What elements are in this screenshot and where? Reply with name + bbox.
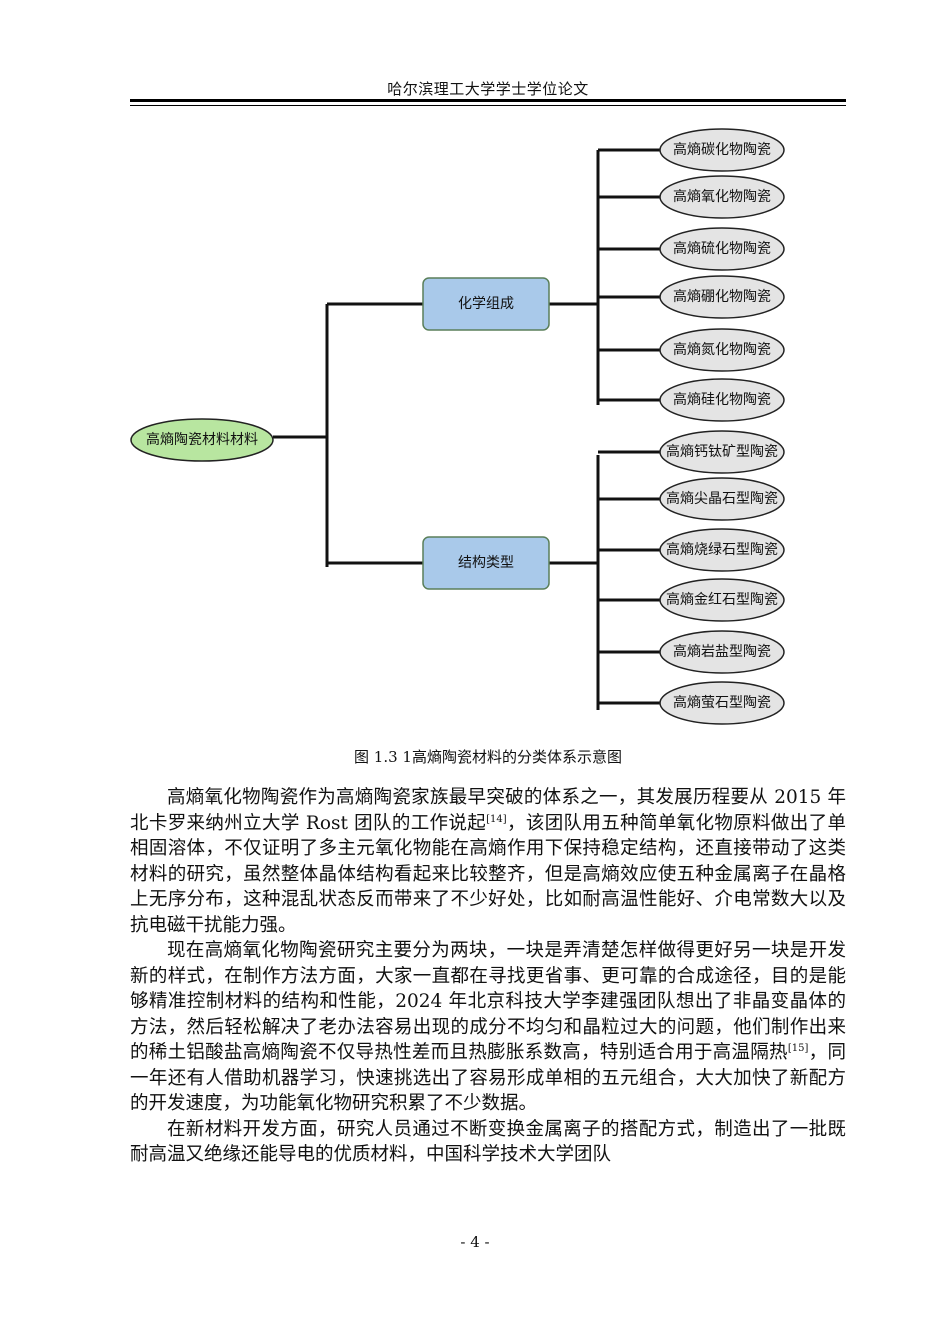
- branch-node-label: 结构类型: [458, 555, 514, 571]
- leaf-node-label: 高熵尖晶石型陶瓷: [666, 490, 778, 507]
- leaf-node-label: 高熵硅化物陶瓷: [673, 391, 771, 408]
- leaf-node: [659, 681, 785, 725]
- leaf-node-label: 高熵岩盐型陶瓷: [673, 643, 771, 660]
- leaf-node-label: 高熵碳化物陶瓷: [673, 141, 771, 158]
- header-rule-thick: [130, 99, 846, 102]
- header-rule-thin: [130, 105, 846, 106]
- leaf-node: [659, 477, 785, 521]
- leaf-node-label: 高熵硼化物陶瓷: [673, 288, 771, 305]
- leaf-node: [659, 430, 785, 474]
- branch-node: [422, 536, 550, 590]
- paragraph: 高熵氧化物陶瓷作为高熵陶瓷家族最早突破的体系之一，其发展历程要从 2015 年北…: [130, 787, 846, 936]
- classification-diagram: 高熵陶瓷材料材料 化学组成 高熵碳化物陶瓷高熵氧化物陶瓷高熵硫化物陶瓷高熵硼化物陶瓷…: [130, 128, 785, 725]
- citation: [15]: [787, 1042, 809, 1054]
- leaf-node-label: 高熵氧化物陶瓷: [673, 188, 771, 205]
- leaf-node: [659, 328, 785, 372]
- leaf-node: [659, 578, 785, 622]
- leaf-node-label: 高熵金红石型陶瓷: [666, 591, 778, 608]
- leaf-node: [659, 227, 785, 271]
- paragraph: 现在高熵氧化物陶瓷研究主要分为两块，一块是弄清楚怎样做得更好另一块是开发新的样式…: [130, 940, 846, 1114]
- leaf-node-label: 高熵氮化物陶瓷: [673, 341, 771, 358]
- root-node: [130, 418, 274, 462]
- connector-lines: [273, 148, 660, 710]
- branch-node: [422, 277, 550, 331]
- branch-node-label: 化学组成: [458, 296, 514, 312]
- page-number: - 4 -: [460, 1233, 490, 1251]
- leaf-node-label: 高熵钙钛矿型陶瓷: [666, 443, 778, 460]
- leaf-node: [659, 275, 785, 319]
- paragraph: 在新材料开发方面，研究人员通过不断变换金属离子的搭配方式，制造出了一批既耐高温又…: [130, 1118, 846, 1166]
- body-text: 高熵氧化物陶瓷作为高熵陶瓷家族最早突破的体系之一，其发展历程要从 2015 年北…: [130, 785, 846, 1168]
- diagram-nodes: 高熵陶瓷材料材料 化学组成 高熵碳化物陶瓷高熵氧化物陶瓷高熵硫化物陶瓷高熵硼化物陶瓷…: [130, 128, 785, 725]
- leaf-node: [659, 630, 785, 674]
- leaf-node-label: 高熵萤石型陶瓷: [673, 694, 771, 711]
- running-header: 哈尔滨理工大学学士学位论文: [387, 80, 589, 98]
- leaf-node-label: 高熵硫化物陶瓷: [673, 240, 771, 257]
- leaf-node: [659, 175, 785, 219]
- figure-caption: 图 1.3 1高熵陶瓷材料的分类体系示意图: [354, 748, 622, 766]
- leaf-node: [659, 378, 785, 422]
- leaf-node-label: 高熵烧绿石型陶瓷: [666, 541, 778, 558]
- citation: [14]: [486, 813, 507, 825]
- root-node-label: 高熵陶瓷材料材料: [146, 431, 258, 448]
- leaf-node: [659, 128, 785, 172]
- leaf-node: [659, 528, 785, 572]
